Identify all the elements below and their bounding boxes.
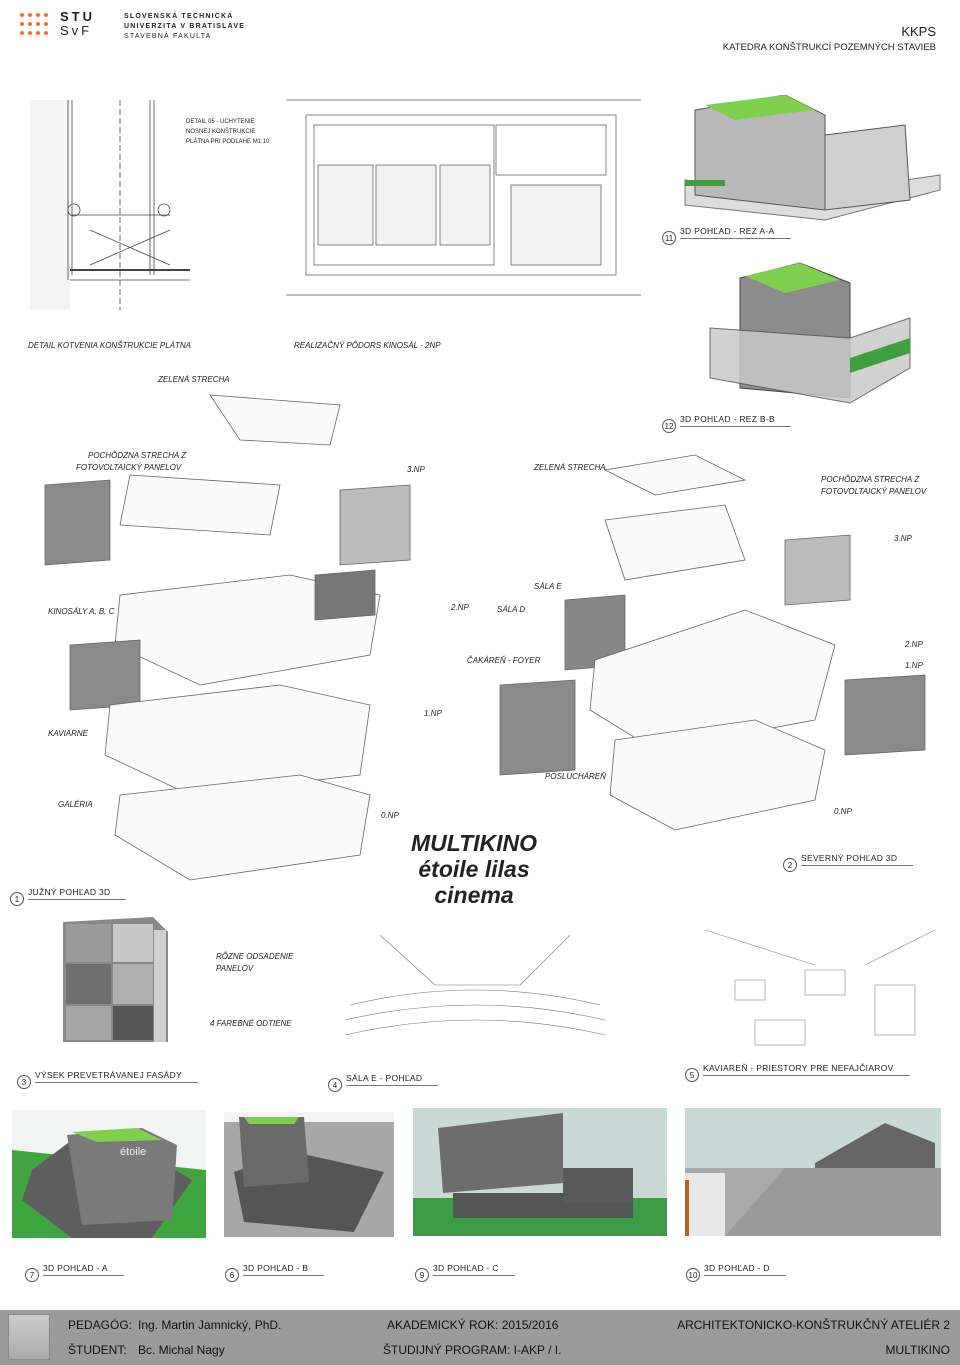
annotation-label: KAVIARNE	[48, 729, 89, 738]
view-title: 3D POHĽAD - REZ B-B	[680, 414, 791, 427]
view-label: 5 KAVIAREŇ - PRIESTORY PRE NEFAJČIAROV	[685, 1063, 910, 1082]
exploded-axo-south	[44, 394, 411, 881]
project-name: MULTIKINO	[885, 1343, 950, 1357]
section-a-render	[684, 95, 941, 221]
footer: PEDAGÓG: Ing. Martin Jamnický, PhD. ŠTUD…	[0, 1310, 960, 1365]
student-name: Bc. Michal Nagy	[138, 1343, 225, 1357]
view-label: 11 3D POHĽAD - REZ A-A	[662, 226, 791, 245]
annotation-label: POCHÔDZNA STRECHA Z	[88, 451, 187, 460]
view-label: 10 3D POHĽAD - D	[686, 1263, 786, 1282]
view-title: 3D POHĽAD - D	[704, 1263, 786, 1276]
annotation-label: ČAKÁREŇ - FOYER	[467, 656, 541, 665]
view-title: 3D POHĽAD - A	[43, 1263, 124, 1276]
view-title: 3D POHĽAD - C	[433, 1263, 515, 1276]
view-label: 2 SEVERNÝ POHĽAD 3D	[783, 853, 914, 872]
view-number: 10	[686, 1268, 700, 1282]
render-view-d	[685, 1108, 941, 1236]
cafe-sketch	[704, 929, 936, 1046]
teacher-label: PEDAGÓG:	[68, 1318, 133, 1332]
render-view-a: étoile	[12, 1110, 206, 1238]
view-number: 3	[17, 1075, 31, 1089]
dept-code: KKPS	[901, 24, 936, 39]
view-label: 4 SÁLA E - POHĽAD	[328, 1073, 439, 1092]
view-number: 1	[10, 892, 24, 906]
view-label: 9 3D POHĽAD - C	[415, 1263, 515, 1282]
annotation-label: GALÉRIA	[58, 800, 93, 809]
annotation-label: FOTOVOLTAICKÝ PANELOV	[76, 463, 182, 472]
view-title: KAVIAREŇ - PRIESTORY PRE NEFAJČIAROV	[703, 1063, 910, 1076]
annotation-label: 3.NP	[407, 465, 425, 474]
view-label: 3 VÝSEK PREVETRÁVANEJ FASÁDY	[17, 1070, 198, 1089]
annotation-label: 0.NP	[834, 807, 852, 816]
view-number: 11	[662, 231, 676, 245]
view-label: 7 3D POHĽAD - A	[25, 1263, 124, 1282]
exploded-axo-north	[499, 454, 926, 831]
annotation-label: POCHÔDZNA STRECHA Z	[821, 475, 920, 484]
render-view-b	[224, 1112, 394, 1237]
student-photo	[8, 1314, 50, 1360]
render-view-c	[413, 1108, 667, 1236]
annotation-label: ZELENÁ STRECHA	[158, 375, 230, 384]
annotation-label: PANELOV	[216, 964, 254, 973]
view-title: SEVERNÝ POHĽAD 3D	[801, 853, 914, 866]
annotation-label: 2.NP	[905, 640, 923, 649]
annotation-label: SÁLA D	[497, 605, 526, 614]
plan-caption: REALIZAČNÝ PÔDORS KINOSÁL - 2NP	[294, 341, 441, 350]
annotation-label: 2.NP	[451, 603, 469, 612]
annotation-label: 4 FAREBNÉ ODTIENE	[210, 1019, 292, 1028]
studio-name: ARCHITEKTONICKO-KONŠTRUKČNÝ ATELIÉR 2	[677, 1318, 950, 1332]
annotation-label: KINOSÁLY A, B, C	[48, 607, 115, 616]
view-title: 3D POHĽAD - B	[243, 1263, 325, 1276]
detail-caption: DETAIL KOTVENIA KONŠTRUKCIE PLÁTNA	[28, 341, 191, 350]
view-number: 12	[662, 419, 676, 433]
view-title: 3D POHĽAD - REZ A-A	[680, 226, 791, 239]
facade-render	[63, 917, 168, 1042]
annotation-label: SÁLA E	[534, 582, 562, 591]
student-label: ŠTUDENT:	[68, 1343, 127, 1357]
academic-year: AKADEMICKÝ ROK: 2015/2016	[387, 1318, 559, 1332]
view-title: JUŽNÝ POHĽAD 3D	[28, 887, 127, 900]
hall-e-sketch	[344, 935, 606, 1036]
view-number: 9	[415, 1268, 429, 1282]
annotation-label: 0.NP	[381, 811, 399, 820]
view-number: 5	[685, 1068, 699, 1082]
detail-drawing	[30, 100, 190, 310]
view-label: 6 3D POHĽAD - B	[225, 1263, 325, 1282]
annotation-label: 3.NP	[894, 534, 912, 543]
view-label: 12 3D POHĽAD - REZ B-B	[662, 414, 791, 433]
annotation-label: RÔZNE ODSADENIE	[216, 952, 294, 961]
annotation-label: ZELENÁ STRECHA	[534, 463, 606, 472]
view-title: VÝSEK PREVETRÁVANEJ FASÁDY	[35, 1070, 198, 1083]
dept-name: KATEDRA KONŠTRUKCÍ POZEMNÝCH STAVIEB	[722, 42, 936, 53]
view-number: 2	[783, 858, 797, 872]
render-signage: étoile	[120, 1146, 146, 1158]
view-number: 7	[25, 1268, 39, 1282]
study-program: ŠTUDIJNÝ PROGRAM: I-AKP / I.	[383, 1343, 562, 1357]
annotation-label: POSLUCHÁREŇ	[545, 772, 606, 781]
floor-plan	[286, 99, 641, 296]
annotation-label: 1.NP	[424, 709, 442, 718]
view-number: 4	[328, 1078, 342, 1092]
view-number: 6	[225, 1268, 239, 1282]
view-label: 1 JUŽNÝ POHĽAD 3D	[10, 887, 127, 906]
logo-dots	[20, 13, 52, 35]
annotation-label: FOTOVOLTAICKÝ PANELOV	[821, 487, 927, 496]
teacher-name: Ing. Martin Jamnický, PhD.	[138, 1318, 282, 1332]
section-b-render	[709, 262, 911, 404]
annotation-label: 1.NP	[905, 661, 923, 670]
view-title: SÁLA E - POHĽAD	[346, 1073, 439, 1086]
